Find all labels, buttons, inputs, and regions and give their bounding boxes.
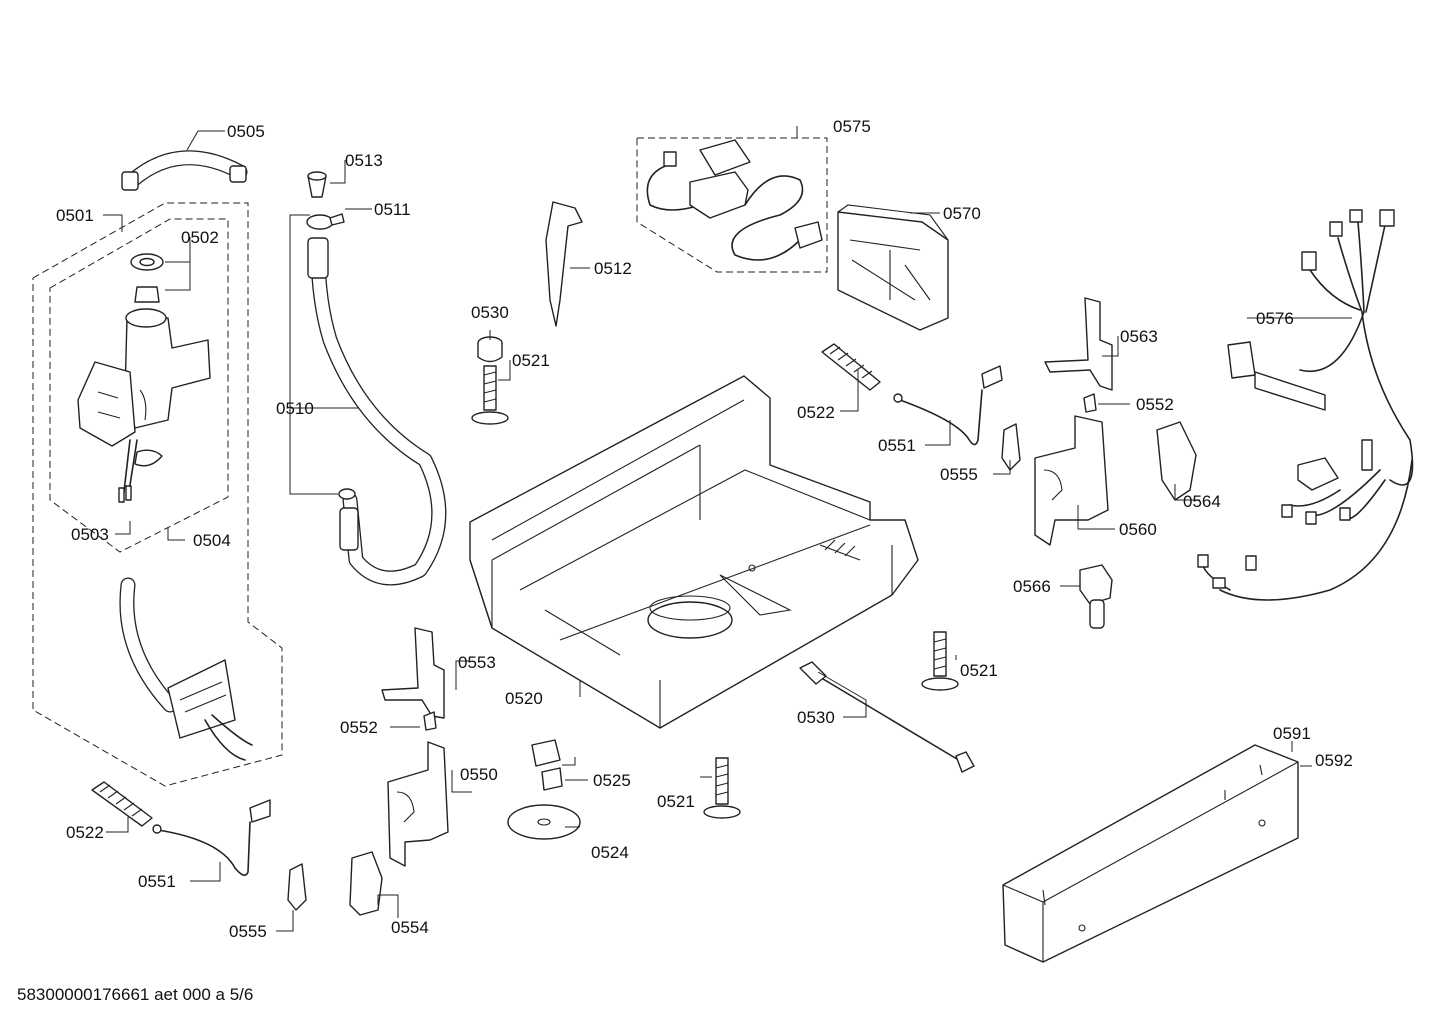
levelling-foot-0521-b [703,757,741,819]
levelling-foot-0521-a [471,365,509,425]
drain-hose-0504 [119,577,253,761]
label-0513: 0513 [345,151,383,170]
label-0522-a: 0522 [66,823,104,842]
label-0503: 0503 [71,525,109,544]
hose-clamp-0511 [306,213,345,230]
label-0501: 0501 [56,206,94,225]
assembly-outline-0502 [49,218,229,553]
hinge-slot-0560 [1043,469,1063,501]
label-0504: 0504 [193,531,231,550]
seal-ring-0502 [130,253,164,303]
label-0570: 0570 [943,204,981,223]
label-0576: 0576 [1256,309,1294,328]
label-0552-a: 0552 [340,718,378,737]
label-0560: 0560 [1119,520,1157,539]
water-sensor-0566 [1079,564,1113,629]
label-0521-c: 0521 [960,661,998,680]
label-0592: 0592 [1315,751,1353,770]
label-0566: 0566 [1013,577,1051,596]
spring-0522-right [821,343,881,391]
disc-0524 [507,804,581,840]
clip-0552-right [1083,393,1097,413]
inlet-hose-0505 [121,150,248,191]
label-0550: 0550 [460,765,498,784]
label-0521-b: 0521 [657,792,695,811]
wiring-harness-0576 [1197,209,1414,601]
clip-0555-right [1001,423,1021,471]
label-0505: 0505 [227,122,265,141]
clip-0552-left [423,711,437,731]
label-0552-b: 0552 [1136,395,1174,414]
hinge-bracket-0560 [1034,415,1109,546]
lock-0525 [531,739,563,791]
knob-0530 [477,336,503,363]
label-0530-a: 0530 [471,303,509,322]
label-0520: 0520 [505,689,543,708]
hose-cap-0513 [307,171,327,198]
bracket-0553 [381,627,445,719]
label-0563: 0563 [1120,327,1158,346]
cover-0564 [1156,421,1197,501]
label-0502: 0502 [181,228,219,247]
control-module-0570 [837,204,949,331]
label-0530-b: 0530 [797,708,835,727]
label-0564: 0564 [1183,492,1221,511]
label-0510: 0510 [276,399,314,418]
spring-0522-left [91,781,153,827]
sensor-cable-0551-right [893,365,1003,446]
rail-bracket-0512 [545,201,583,327]
hinge-cover-0554 [349,851,383,916]
clip-0555-left [287,863,307,911]
bracket-0563 [1044,297,1113,391]
label-0512: 0512 [594,259,632,278]
label-0575: 0575 [833,117,871,136]
label-0551-b: 0551 [878,436,916,455]
label-0554: 0554 [391,918,429,937]
drawing-id: 58300000176661 aet 000 a 5/6 [17,985,253,1004]
leader-lines [103,126,1352,932]
label-0524: 0524 [591,843,629,862]
label-0522-b: 0522 [797,403,835,422]
label-0591: 0591 [1273,724,1311,743]
base-tub-0520 [469,375,919,729]
levelling-foot-0521-c [921,631,959,691]
drain-hose-0510 [307,237,447,586]
assembly-outline-0501 [32,202,283,787]
label-0555-b: 0555 [940,465,978,484]
toe-kick-panel-0591-0592 [1002,744,1299,963]
label-0553: 0553 [458,653,496,672]
inlet-valve-0501 [77,308,211,503]
label-0551-a: 0551 [138,872,176,891]
label-0511: 0511 [374,200,411,219]
label-0521-a: 0521 [512,351,550,370]
hinge-slot-0550 [396,791,415,823]
hinge-bracket-0550 [387,741,449,867]
label-0555-a: 0555 [229,922,267,941]
sensor-cable-0551-left [152,799,271,876]
assembly-outline-0575 [636,137,828,273]
power-cable-0575 [646,139,823,261]
rod-0530 [799,661,975,773]
label-0525: 0525 [593,771,631,790]
